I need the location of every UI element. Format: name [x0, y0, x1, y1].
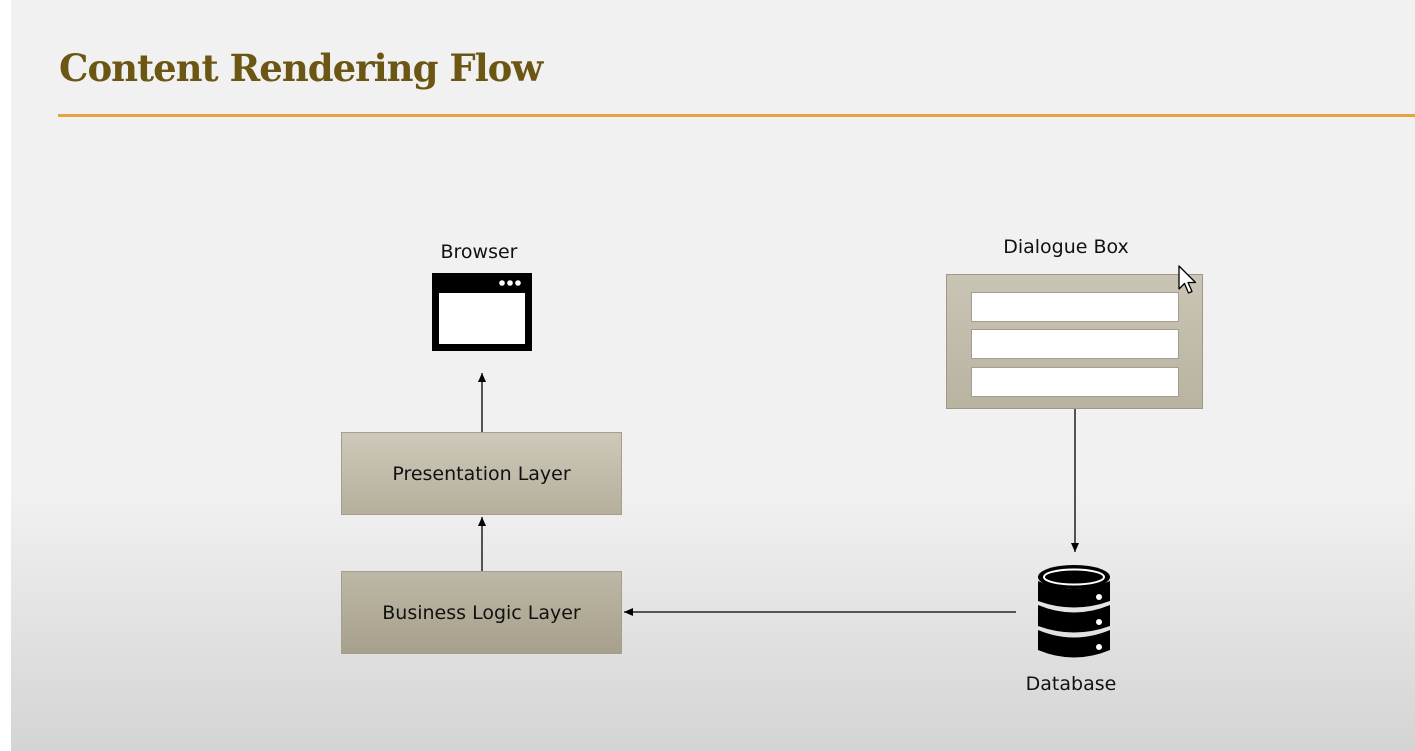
business-logic-layer-box: Business Logic Layer: [341, 571, 622, 654]
presentation-layer-box: Presentation Layer: [341, 432, 622, 515]
browser-window-icon: [432, 273, 532, 351]
mouse-cursor-icon: [1178, 265, 1197, 294]
database-label: Database: [1025, 673, 1117, 695]
slide-title: Content Rendering Flow: [59, 46, 543, 90]
title-underline-rule: [58, 114, 1415, 117]
dialogue-field-2: [971, 329, 1179, 359]
dialogue-box-shape: [946, 274, 1203, 409]
database-icon: [1038, 565, 1110, 658]
business-logic-layer-label: Business Logic Layer: [382, 601, 581, 624]
dialogue-field-3: [971, 367, 1179, 397]
presentation-layer-label: Presentation Layer: [392, 462, 571, 485]
dialogue-field-1: [971, 292, 1179, 322]
browser-label: Browser: [440, 241, 518, 263]
left-margin-strip: [0, 0, 11, 751]
dialogue-box-label: Dialogue Box: [1003, 236, 1129, 258]
